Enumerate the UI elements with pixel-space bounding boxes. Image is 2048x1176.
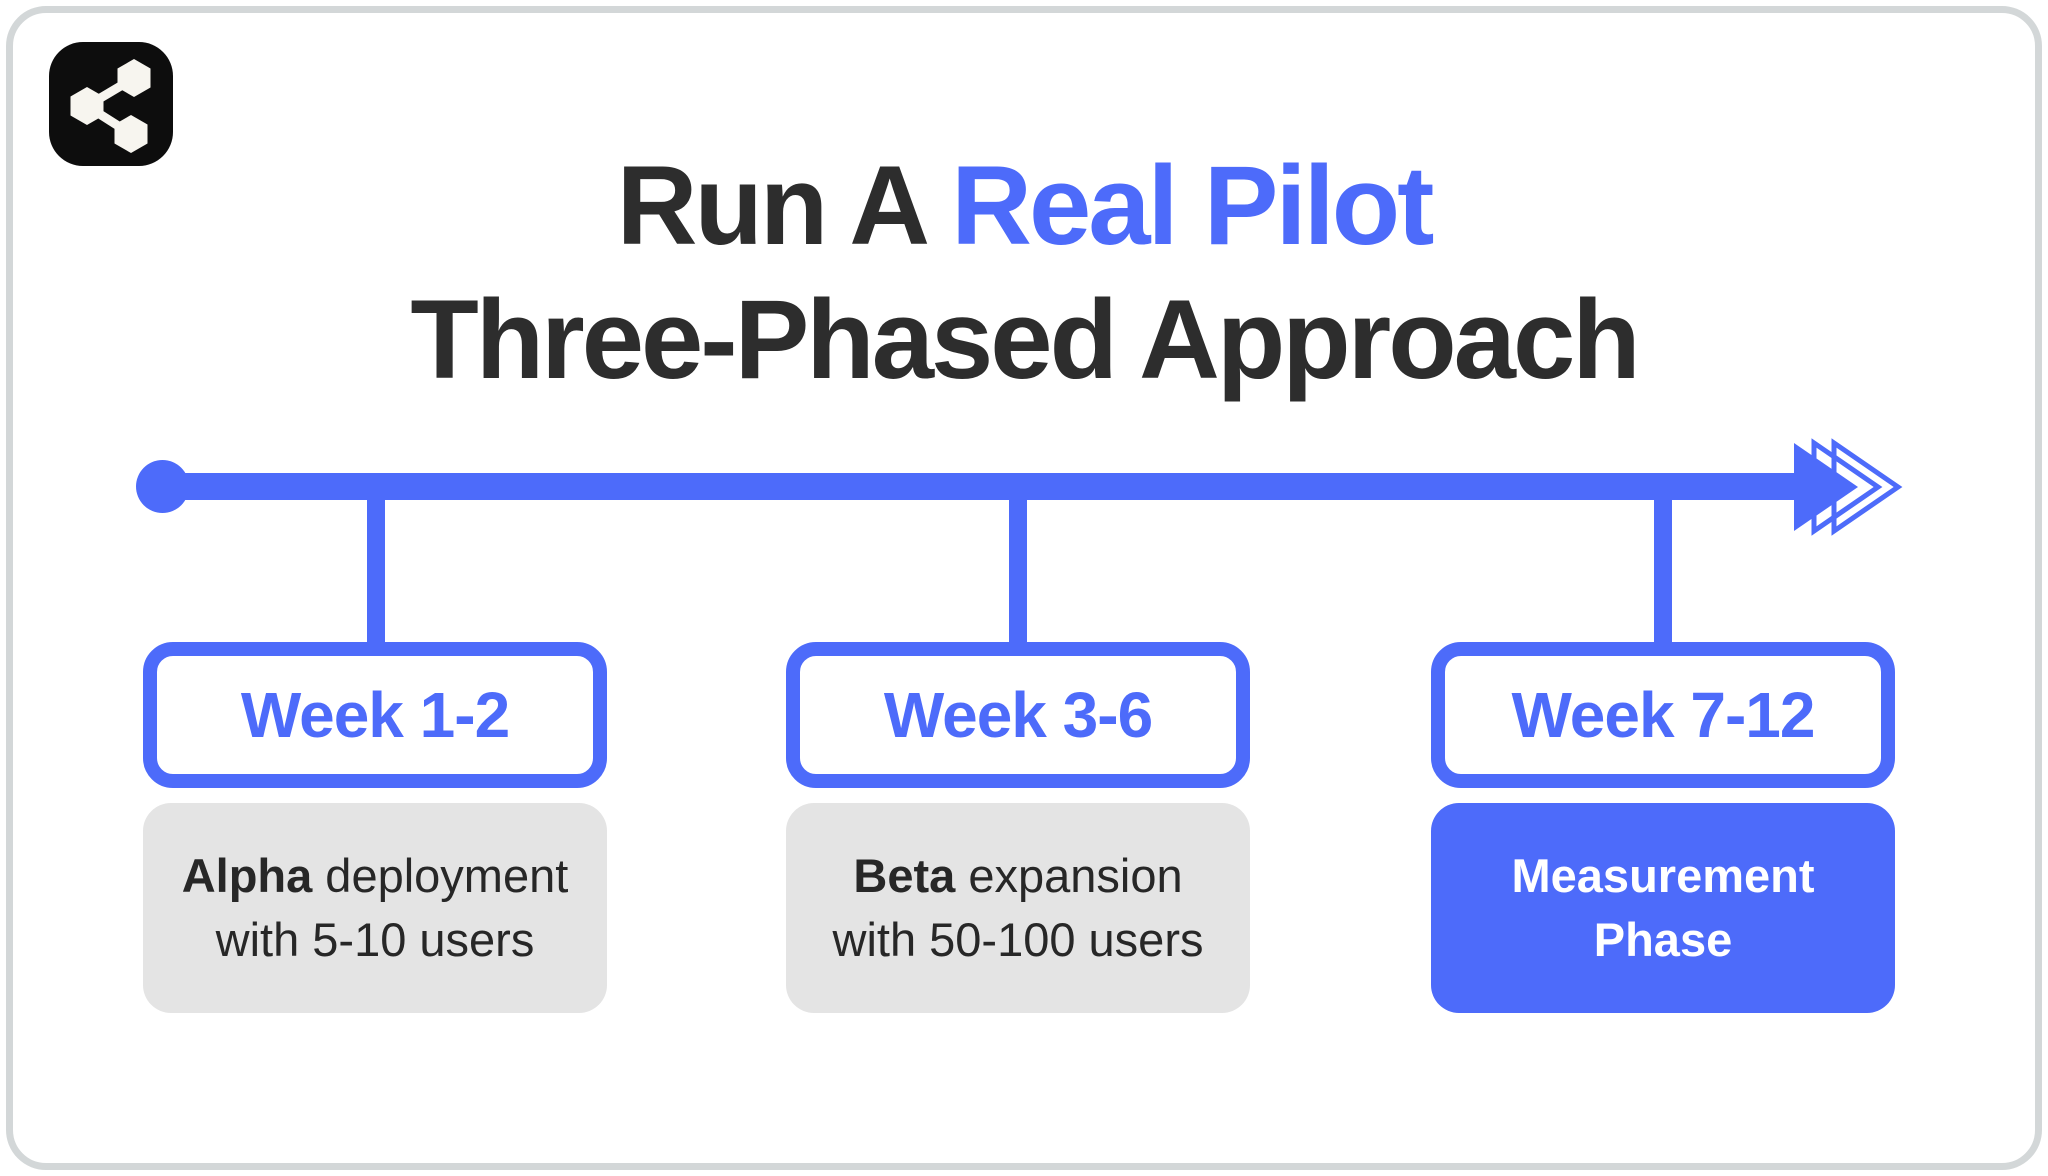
week-box-phase-1: Week 1-2 <box>143 642 607 788</box>
connector-phase-2 <box>1009 487 1027 655</box>
desc-keyword: Alpha <box>181 849 313 902</box>
desc-keyword: Measurement <box>1511 849 1815 902</box>
week-label: Week 7-12 <box>1511 679 1816 751</box>
desc-rest: deployment <box>312 849 569 902</box>
week-label: Week 1-2 <box>240 679 510 751</box>
desc-line2: with 50-100 users <box>832 913 1204 966</box>
desc-box-phase-2: Beta expansion with 50-100 users <box>786 803 1250 1013</box>
desc-box-phase-1: Alpha deployment with 5-10 users <box>143 803 607 1013</box>
desc-line2: with 5-10 users <box>215 913 535 966</box>
title-prefix: Run A <box>616 143 952 269</box>
desc-box-phase-3: Measurement Phase <box>1431 803 1895 1013</box>
desc-line2: Phase <box>1593 913 1733 966</box>
logo-badge <box>49 42 173 166</box>
title-highlight: Real Pilot <box>951 143 1434 269</box>
timeline-line <box>162 473 1796 500</box>
title-line2: Three-Phased Approach <box>410 277 1640 403</box>
connector-phase-3 <box>1654 487 1672 655</box>
share-network-icon <box>70 59 151 153</box>
page-title: Run A Real Pilot Three-Phased Approach <box>0 139 2048 407</box>
desc-rest: expansion <box>955 849 1183 902</box>
week-box-phase-3: Week 7-12 <box>1431 642 1895 788</box>
week-box-phase-2: Week 3-6 <box>786 642 1250 788</box>
desc-line1: Alpha deployment <box>182 844 569 908</box>
desc-line1: Beta expansion <box>853 844 1182 908</box>
desc-keyword: Beta <box>853 849 956 902</box>
connector-phase-1 <box>367 487 385 655</box>
desc-line1: Measurement <box>1512 844 1815 908</box>
week-label: Week 3-6 <box>883 679 1153 751</box>
timeline-arrowhead-icon <box>1794 438 1903 536</box>
